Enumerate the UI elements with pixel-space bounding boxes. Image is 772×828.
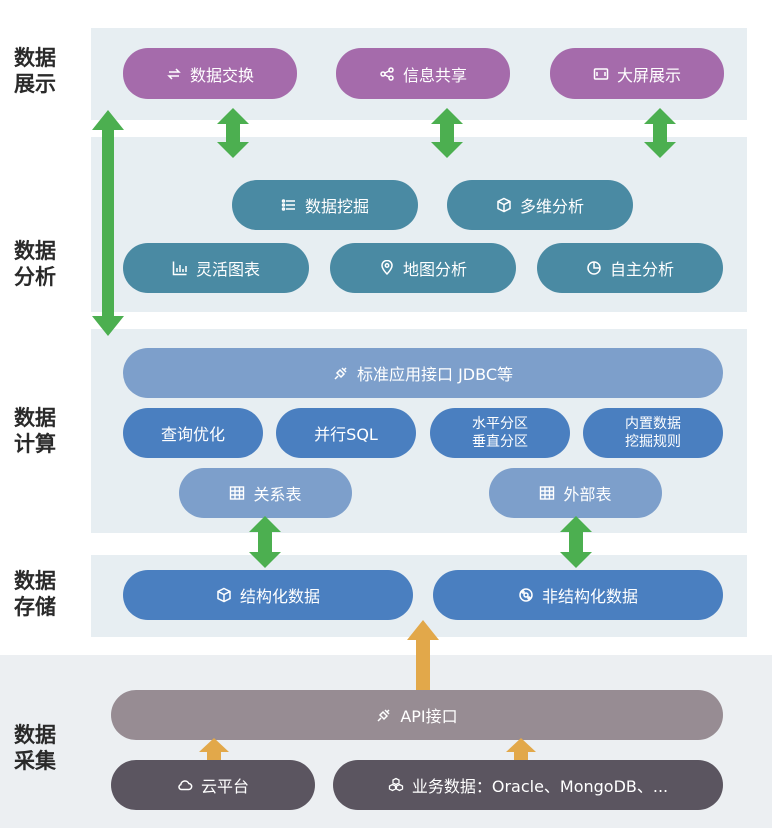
double-arrow-icon: [431, 108, 463, 158]
button-label: 信息共享: [402, 65, 467, 85]
structured-data-button[interactable]: 结构化数据: [123, 570, 413, 620]
label-line: 存储: [14, 595, 56, 619]
double-arrow-icon: [644, 108, 676, 158]
label-line: 数据: [14, 569, 56, 593]
button-label: 灵活图表: [195, 260, 260, 279]
label-line: 采集: [14, 749, 56, 773]
button-label: 外部表: [563, 485, 612, 504]
layer-label-analysis: 数据 分析: [14, 238, 78, 290]
unstructured-data-button[interactable]: 非结构化数据: [433, 570, 723, 620]
flexible-charts-button[interactable]: 灵活图表: [123, 243, 309, 293]
button-label: 大屏展示: [616, 65, 681, 85]
partition-button[interactable]: 水平分区 垂直分区: [430, 408, 570, 458]
button-label: 非结构化数据: [541, 587, 638, 606]
button-label: 地图分析: [402, 260, 467, 279]
builtin-mining-rules-button[interactable]: 内置数据 挖掘规则: [583, 408, 723, 458]
share-icon: [379, 66, 395, 82]
data-exchange-button[interactable]: 数据交换: [123, 48, 297, 99]
button-label: 垂直分区: [472, 434, 528, 450]
multidim-analysis-button[interactable]: 多维分析: [447, 180, 633, 230]
double-arrow-icon: [249, 516, 281, 568]
button-label: 水平分区: [472, 416, 528, 432]
list-icon: [281, 197, 297, 213]
label-line: 分析: [14, 265, 56, 289]
bar-chart-icon: [172, 260, 188, 276]
standard-interface-button[interactable]: 标准应用接口 JDBC等: [123, 348, 723, 398]
table-icon: [229, 485, 245, 501]
double-arrow-icon: [217, 108, 249, 158]
label-line: 数据: [14, 406, 56, 430]
cube-icon: [496, 197, 512, 213]
label-line: 展示: [14, 72, 56, 96]
api-interface-button[interactable]: API接口: [111, 690, 723, 740]
screen-icon: [593, 66, 609, 82]
map-pin-icon: [379, 260, 395, 276]
relational-table-button[interactable]: 关系表: [179, 468, 352, 518]
info-share-button[interactable]: 信息共享: [336, 48, 510, 99]
table-icon: [539, 485, 555, 501]
layer-label-compute: 数据 计算: [14, 405, 78, 457]
nodes-icon: [518, 587, 534, 603]
button-label: 多维分析: [519, 197, 584, 216]
button-label: 内置数据: [625, 416, 681, 432]
button-label: 自主分析: [609, 260, 674, 279]
business-data-button[interactable]: 业务数据：Oracle、MongoDB、...: [333, 760, 723, 810]
button-label: 关系表: [253, 485, 302, 504]
box-icon: [216, 587, 232, 603]
pie-chart-icon: [586, 260, 602, 276]
up-arrow-icon: [506, 738, 536, 764]
swap-icon: [166, 66, 182, 82]
up-arrow-icon: [199, 738, 229, 764]
cloud-platform-button[interactable]: 云平台: [111, 760, 315, 810]
vertical-double-arrow-icon: [92, 110, 124, 336]
button-label: API接口: [400, 707, 458, 726]
plug-icon: [376, 707, 392, 723]
button-label: 数据交换: [189, 65, 254, 85]
label-line: 计算: [14, 432, 56, 456]
layer-label-display: 数据 展示: [14, 45, 78, 97]
data-mining-button[interactable]: 数据挖掘: [232, 180, 418, 230]
cloud-icon: [177, 777, 193, 793]
cubes-icon: [388, 777, 404, 793]
button-label: 查询优化: [160, 425, 225, 444]
button-label: 业务数据：Oracle、MongoDB、...: [411, 777, 669, 796]
button-label: 并行SQL: [314, 425, 378, 444]
double-arrow-icon: [560, 516, 592, 568]
map-analysis-button[interactable]: 地图分析: [330, 243, 516, 293]
label-line: 数据: [14, 239, 56, 263]
parallel-sql-button[interactable]: 并行SQL: [276, 408, 416, 458]
layer-label-storage: 数据 存储: [14, 568, 78, 620]
self-analysis-button[interactable]: 自主分析: [537, 243, 723, 293]
layer-label-collect: 数据 采集: [14, 722, 78, 774]
label-line: 数据: [14, 46, 56, 70]
button-label: 结构化数据: [239, 587, 320, 606]
up-arrow-icon: [407, 620, 439, 692]
external-table-button[interactable]: 外部表: [489, 468, 662, 518]
button-label: 云平台: [200, 777, 249, 796]
query-optimization-button[interactable]: 查询优化: [123, 408, 263, 458]
label-line: 数据: [14, 723, 56, 747]
button-label: 数据挖掘: [304, 197, 369, 216]
big-screen-button[interactable]: 大屏展示: [550, 48, 724, 99]
button-label: 标准应用接口 JDBC等: [357, 365, 513, 384]
plug-icon: [333, 365, 349, 381]
button-label: 挖掘规则: [625, 434, 681, 450]
